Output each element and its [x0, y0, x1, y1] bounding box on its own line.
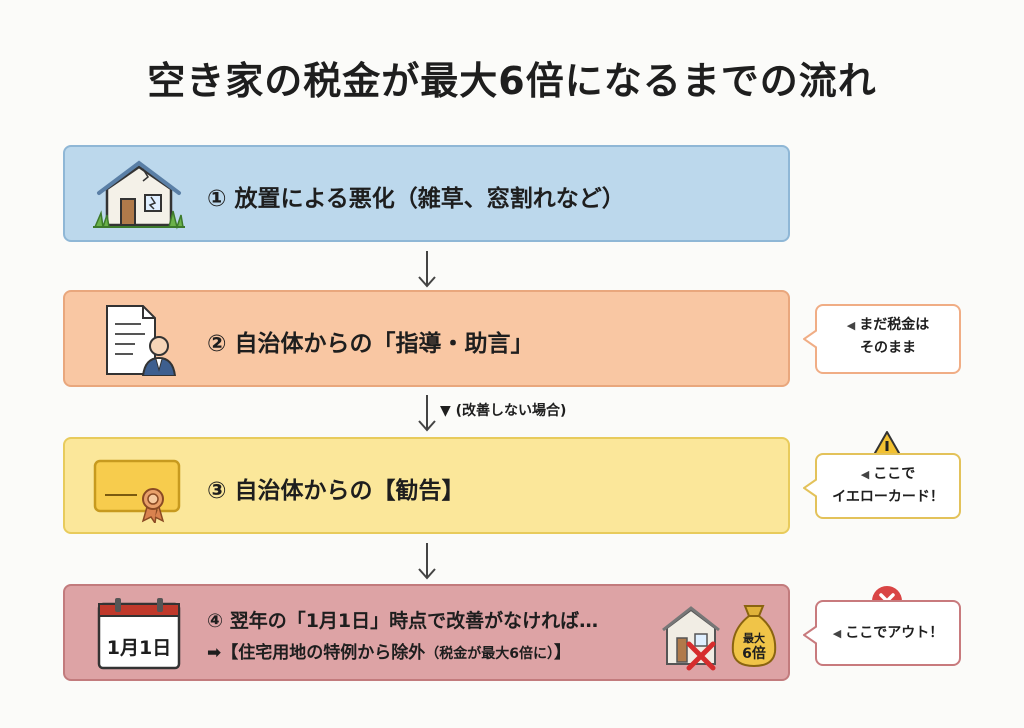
down-arrow-icon: [418, 543, 436, 580]
callout-2-line-2: イエローカード！: [832, 489, 944, 505]
step-4-sub-main: ➡【住宅用地の特例から除外: [207, 643, 426, 663]
step-1-label: ① 放置による悪化（雑草、窓割れなど）: [207, 186, 625, 212]
callout-2-line-1: ◀ここで: [817, 463, 959, 486]
damaged-house-icon: [93, 160, 185, 230]
callout-1-line-2: そのまま: [860, 340, 916, 356]
certificate-card-icon: [93, 459, 181, 523]
callout-2-line-1-text: ここで: [873, 466, 916, 482]
down-arrow-icon: [418, 251, 436, 288]
step-4-sub: ➡【住宅用地の特例から除外（税金が最大6倍に）】: [207, 638, 571, 663]
callout-yellow-card: ◀ここで イエローカード！: [803, 453, 961, 519]
callout-1-line-1: ◀まだ税金は: [817, 314, 959, 337]
callout-tail: [803, 329, 817, 349]
step-3-box: ③ 自治体からの【勧告】: [63, 437, 790, 534]
money-bag-text-1: 最大: [743, 631, 765, 645]
step-2-label: ② 自治体からの「指導・助言」: [207, 331, 534, 357]
money-bag-icon: 最大 6倍: [731, 605, 777, 668]
callout-3-line-1-text: ここでアウト！: [845, 625, 944, 641]
calendar-date-text: 1月1日: [107, 637, 171, 659]
callout-tail: [803, 625, 817, 645]
down-arrow-icon: [418, 395, 436, 432]
damaged-house-x-icon: [662, 606, 720, 671]
callout-still-taxed: ◀まだ税金は そのまま: [803, 304, 961, 374]
step-1-box: ① 放置による悪化（雑草、窓割れなど）: [63, 145, 790, 242]
step-4-sub-small: （税金が最大6倍に）: [425, 646, 554, 662]
step-2-box: ② 自治体からの「指導・助言」: [63, 290, 790, 387]
triangle-left-icon: ◀: [832, 627, 842, 640]
step-4-sub-end: 】: [554, 643, 571, 663]
callout-tail: [803, 478, 817, 498]
document-person-icon: [106, 305, 177, 376]
triangle-left-icon: ◀: [860, 468, 870, 481]
page-title: 空き家の税金が最大6倍になるまでの流れ: [147, 59, 877, 103]
triangle-left-icon: ◀: [846, 319, 856, 332]
callout-3-line-1: ◀ここでアウト！: [817, 622, 959, 645]
callout-1-line-1-text: まだ税金は: [859, 317, 930, 333]
step-4-box: 1月1日 ④ 翌年の「1月1日」時点で改善がなければ… ➡【住宅用地の特例から除…: [63, 584, 790, 681]
money-bag-text-2: 6倍: [742, 645, 766, 662]
step-4-label: ④ 翌年の「1月1日」時点で改善がなければ…: [207, 610, 599, 632]
step-3-label: ③ 自治体からの【勧告】: [207, 478, 465, 504]
callout-out: ◀ここでアウト！: [803, 600, 961, 666]
arrow-note: ▼ (改善しない場合): [440, 403, 567, 419]
calendar-icon: 1月1日: [97, 598, 181, 670]
